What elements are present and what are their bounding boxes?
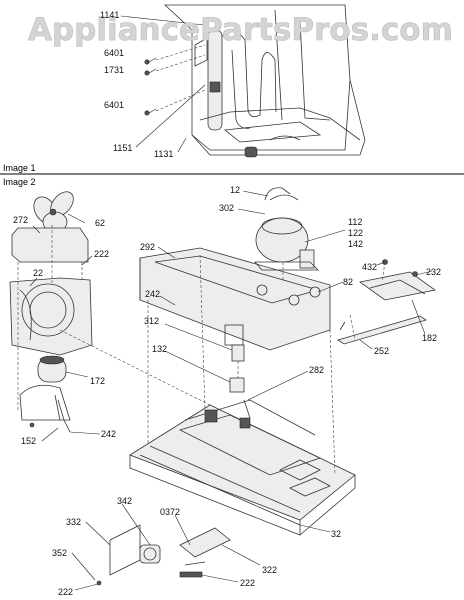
label-302: 302 xyxy=(219,203,234,213)
grommet xyxy=(256,284,268,296)
label-1151: 1151 xyxy=(113,143,132,153)
label-182: 182 xyxy=(422,333,437,343)
label-82: 82 xyxy=(343,277,353,287)
heater-bar xyxy=(337,315,427,345)
label-132: 132 xyxy=(152,344,167,354)
bi-metal xyxy=(229,377,245,393)
label-352: 352 xyxy=(52,548,67,558)
base-pan xyxy=(129,399,356,536)
label-122: 122 xyxy=(348,228,363,238)
drain-trough xyxy=(179,527,231,578)
label-282: 282 xyxy=(309,365,324,375)
damper-assembly xyxy=(96,524,161,586)
screw-6401a xyxy=(144,57,157,65)
label-322: 322 xyxy=(262,565,277,575)
screw-1731 xyxy=(144,68,157,76)
filter-drier xyxy=(207,29,223,131)
grommet xyxy=(288,294,300,306)
fan-housing xyxy=(9,277,93,356)
label-112: 112 xyxy=(348,217,362,227)
callout-labels: 1141 6401 1731 6401 1151 1131 12 302 112… xyxy=(13,10,441,597)
label-22: 22 xyxy=(33,268,43,278)
label-62: 62 xyxy=(95,218,105,228)
label-172: 172 xyxy=(90,376,105,386)
label-32: 32 xyxy=(331,529,341,539)
image2-assembly xyxy=(9,187,436,591)
label-242: 242 xyxy=(145,289,160,299)
compressor xyxy=(254,187,319,271)
label-1131: 1131 xyxy=(154,149,173,159)
fan-blade xyxy=(33,191,74,233)
label-222: 222 xyxy=(58,587,73,597)
label-152: 152 xyxy=(21,436,36,446)
label-232: 232 xyxy=(426,267,441,277)
label-222: 222 xyxy=(240,578,255,588)
label-6401: 6401 xyxy=(104,100,124,110)
screw-6401b xyxy=(144,108,157,116)
label-432: 432 xyxy=(362,262,377,272)
defrost-thermostat xyxy=(231,344,245,362)
relay-assembly xyxy=(359,259,436,301)
watermark: AppliancePartsPros.com xyxy=(28,12,453,48)
label-12: 12 xyxy=(230,185,240,195)
label-242: 242 xyxy=(101,429,116,439)
label-222: 222 xyxy=(94,249,109,259)
label-272: 272 xyxy=(13,215,28,225)
label-252: 252 xyxy=(374,346,389,356)
label-1141: 1141 xyxy=(100,10,119,20)
label-312: 312 xyxy=(144,316,159,326)
grommet xyxy=(309,286,321,298)
image1-assembly xyxy=(120,4,366,158)
fan-motor xyxy=(37,355,67,383)
label-0372: 0372 xyxy=(160,507,180,517)
label-342: 342 xyxy=(117,496,132,506)
label-332: 332 xyxy=(66,517,81,527)
label-6401: 6401 xyxy=(104,48,124,58)
section-label-image2: Image 2 xyxy=(3,177,36,187)
section-label-image1: Image 1 xyxy=(3,163,36,173)
label-292: 292 xyxy=(140,242,155,252)
label-1731: 1731 xyxy=(104,65,124,75)
label-142: 142 xyxy=(348,239,363,249)
